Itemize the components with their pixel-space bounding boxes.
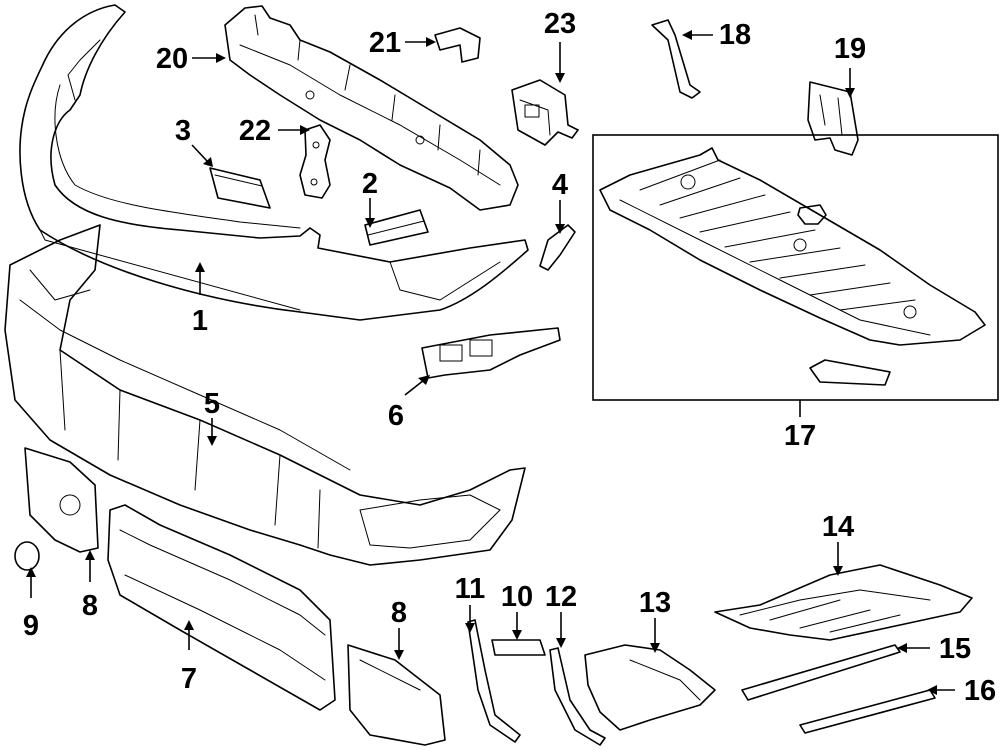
lower-grille-part-7 bbox=[107, 504, 336, 711]
part-17-group-box bbox=[592, 134, 999, 401]
callout-8-right: 8 bbox=[391, 597, 407, 629]
callout-13: 13 bbox=[639, 587, 671, 619]
callout-18: 18 bbox=[719, 19, 751, 51]
bracket-part-4 bbox=[539, 224, 576, 271]
bracket-part-22 bbox=[299, 124, 331, 199]
bracket-part-3 bbox=[209, 167, 271, 209]
callout-labels: 1 2 3 4 5 6 7 8 9 8 10 11 12 13 14 15 16… bbox=[23, 8, 996, 707]
callout-4: 4 bbox=[552, 169, 568, 201]
bracket-part-19 bbox=[807, 81, 859, 156]
clip-part-10 bbox=[491, 639, 546, 656]
callout-12: 12 bbox=[545, 581, 577, 613]
fog-bezel-left-part-8 bbox=[24, 447, 99, 553]
bracket-part-18 bbox=[651, 19, 701, 99]
molding-part-16 bbox=[799, 689, 936, 734]
bumper-frame-part-5 bbox=[4, 224, 526, 566]
callout-1: 1 bbox=[192, 305, 208, 337]
skid-plate-part-14 bbox=[714, 564, 973, 641]
end-cap-part-13 bbox=[584, 644, 716, 731]
callout-3: 3 bbox=[175, 115, 191, 147]
leader-lines bbox=[26, 30, 955, 695]
callout-16: 16 bbox=[964, 675, 996, 707]
callout-6: 6 bbox=[388, 400, 404, 432]
callout-9: 9 bbox=[23, 610, 39, 642]
callout-20: 20 bbox=[156, 43, 188, 75]
callout-17: 17 bbox=[784, 420, 816, 452]
callout-22: 22 bbox=[239, 115, 271, 147]
callout-19: 19 bbox=[834, 33, 866, 65]
callout-23: 23 bbox=[544, 8, 576, 40]
molding-part-15 bbox=[741, 644, 901, 701]
reflector-part-2 bbox=[364, 209, 429, 246]
callout-2: 2 bbox=[362, 168, 378, 200]
strip-part-12 bbox=[549, 647, 606, 746]
callout-5: 5 bbox=[204, 388, 220, 420]
fog-bezel-right-part-8 bbox=[347, 644, 446, 746]
callout-21: 21 bbox=[369, 27, 401, 59]
cap-part-9 bbox=[14, 541, 40, 571]
bumper-cover-part-1 bbox=[19, 4, 529, 321]
sensor-bracket-part-23 bbox=[511, 79, 579, 146]
strip-part-11 bbox=[467, 619, 521, 743]
callout-7: 7 bbox=[181, 663, 197, 695]
callout-11: 11 bbox=[455, 573, 486, 605]
callout-10: 10 bbox=[501, 581, 533, 613]
under-cover-part-17 bbox=[592, 134, 999, 401]
callout-8-left: 8 bbox=[82, 590, 98, 622]
bracket-part-6 bbox=[421, 327, 561, 379]
callout-14: 14 bbox=[822, 511, 854, 543]
reinforcement-part-20 bbox=[224, 5, 519, 211]
callout-15: 15 bbox=[939, 633, 971, 665]
bracket-part-21 bbox=[434, 27, 481, 63]
